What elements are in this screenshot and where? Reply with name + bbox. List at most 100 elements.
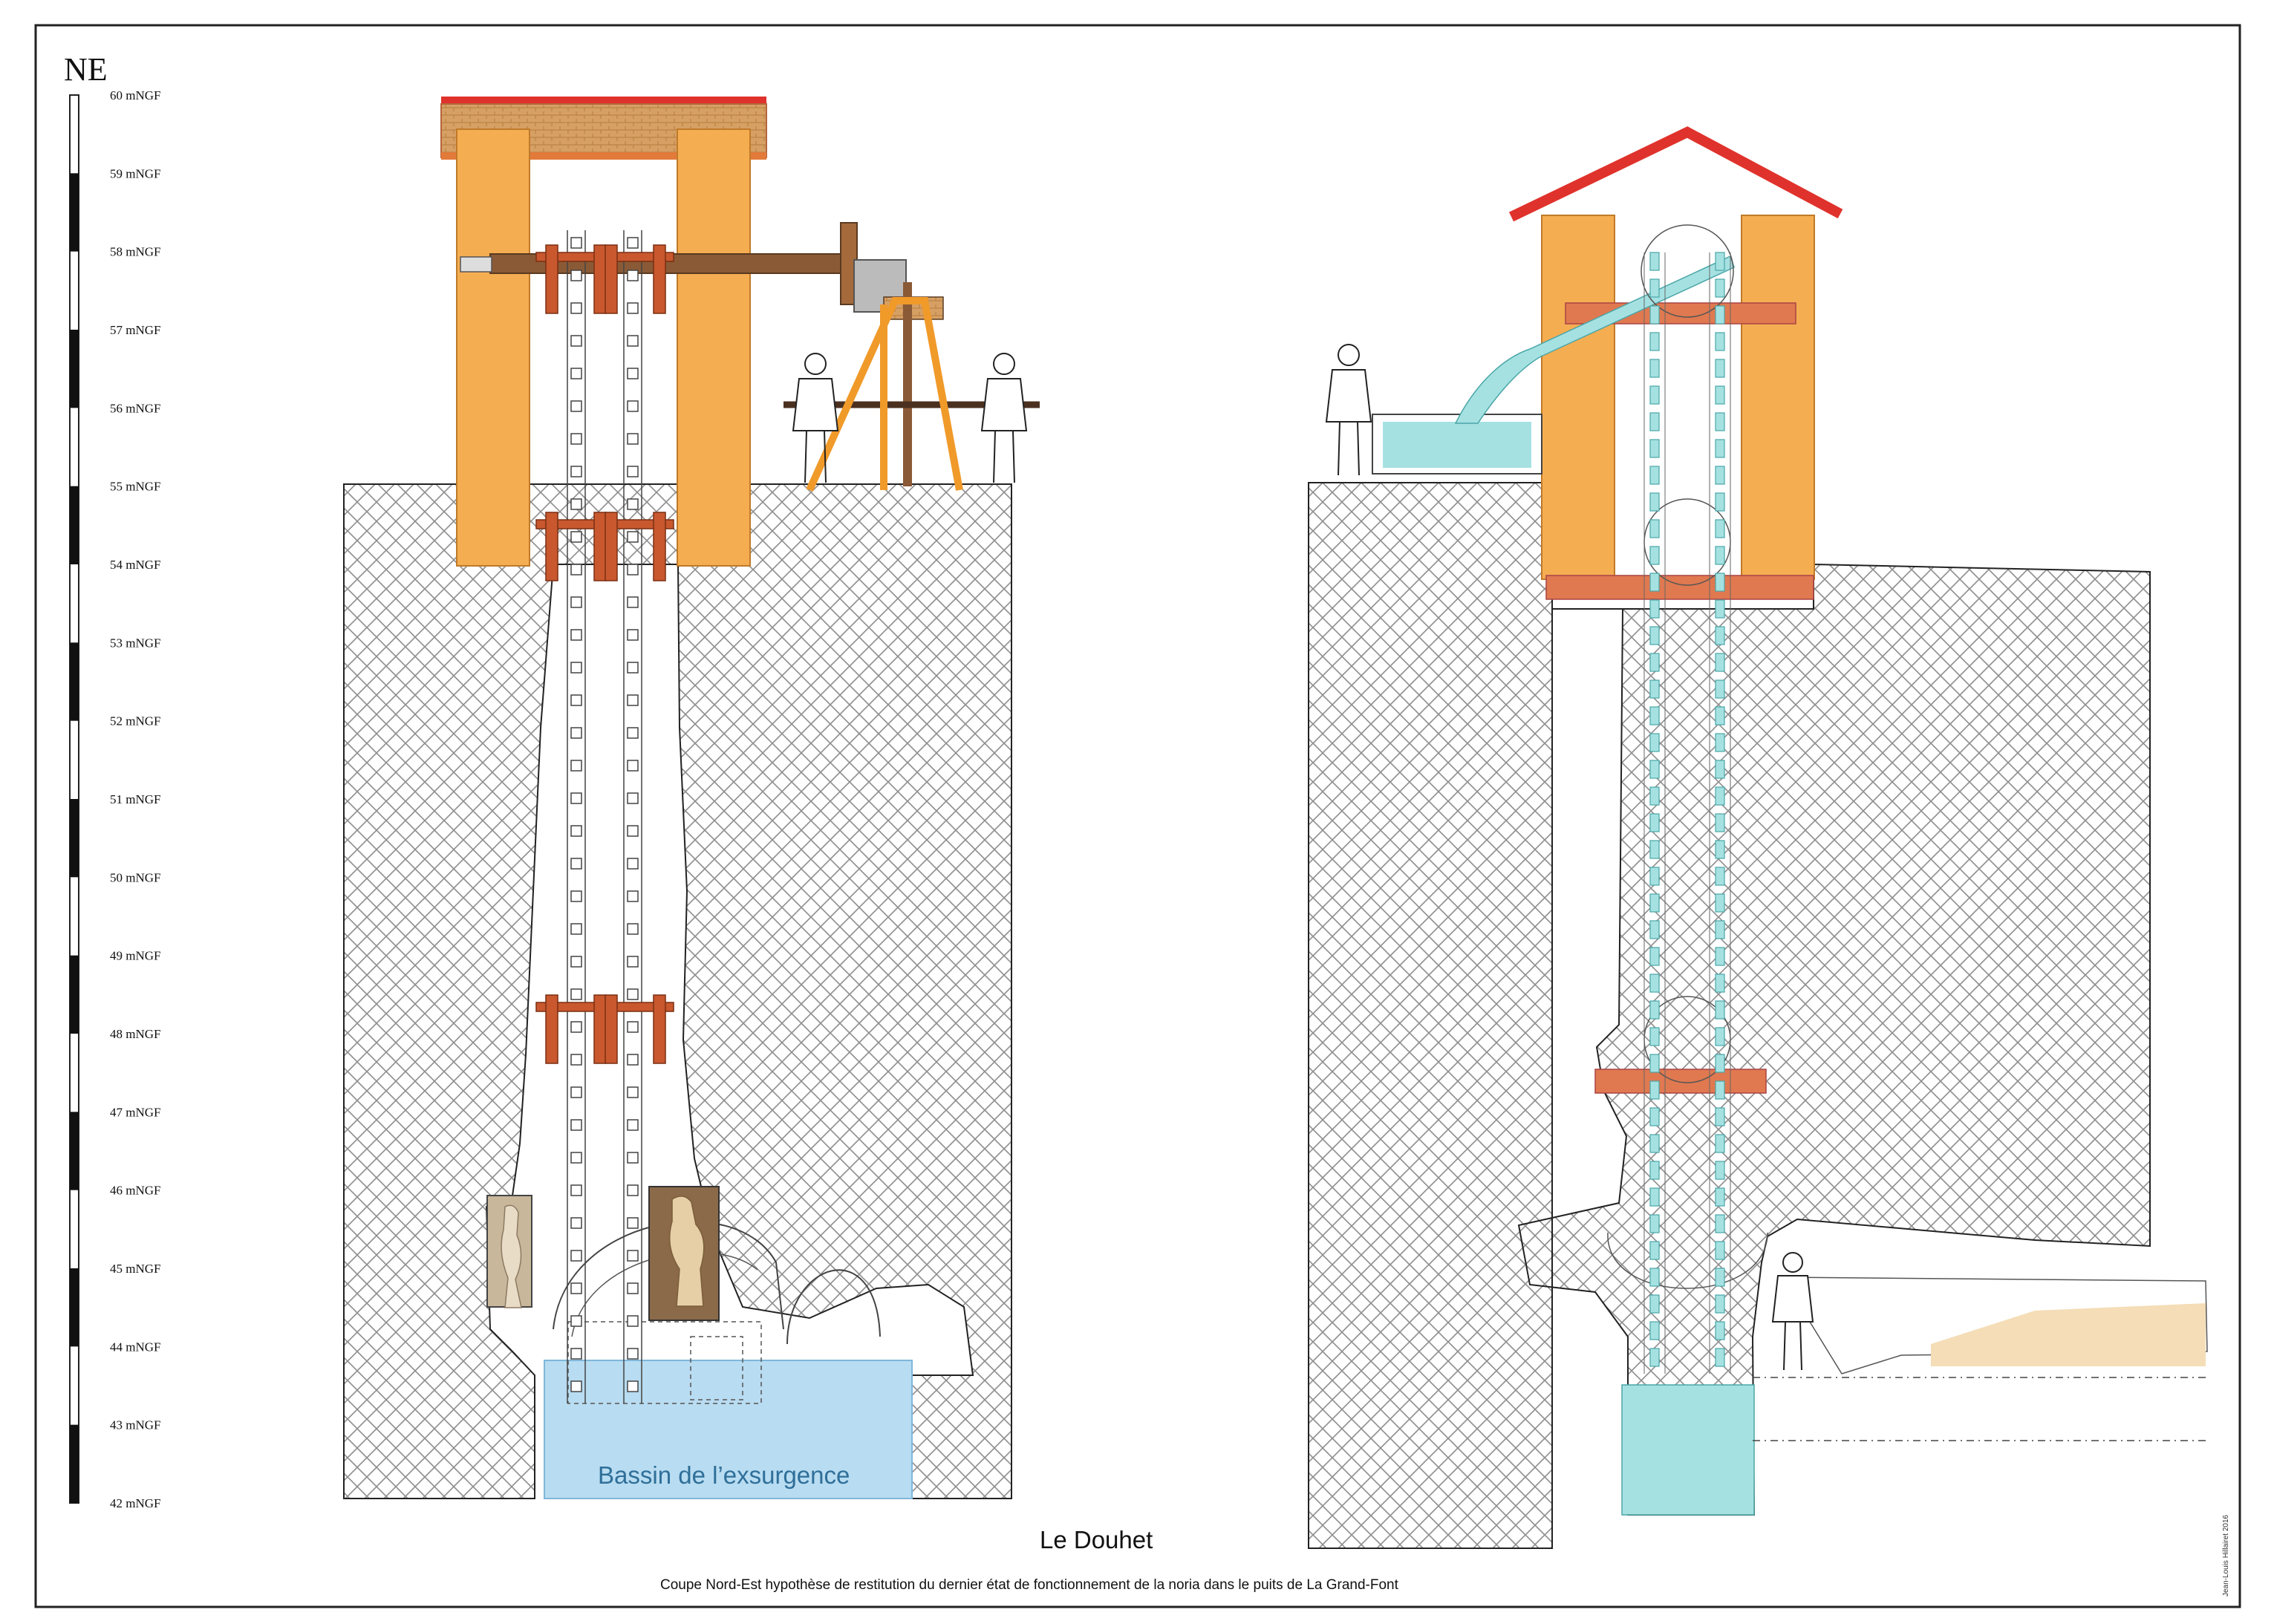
chain-bucket	[1715, 813, 1725, 832]
chain-bucket	[1715, 760, 1725, 779]
chain-bucket	[1649, 278, 1660, 298]
noria-beams	[535, 244, 674, 1064]
chain-bucket	[627, 1348, 639, 1360]
right-post-east	[1741, 215, 1815, 580]
chain-bucket	[627, 825, 639, 837]
chain-bucket	[1649, 1241, 1660, 1260]
chain-bucket	[1649, 1107, 1660, 1126]
chain-bucket	[1649, 1134, 1660, 1153]
chain-bucket	[1649, 760, 1660, 779]
chain-bucket	[570, 1315, 582, 1327]
scale-segment	[70, 1268, 79, 1347]
chain-bucket	[627, 1250, 639, 1262]
chain-bucket	[627, 858, 639, 870]
scale-label: 56 mNGF	[110, 401, 160, 415]
chain-bucket	[627, 1119, 639, 1131]
scale-label: 43 mNGF	[110, 1418, 160, 1432]
noria-upright	[593, 994, 607, 1064]
scale-label: 59 mNGF	[110, 166, 160, 180]
scale-labels: 60 mNGF 59 mNGF 58 mNGF 57 mNGF 56 mNGF 55 mN…	[110, 88, 160, 1510]
chain-bucket	[627, 335, 639, 347]
chain-bucket	[627, 1184, 639, 1196]
scale-label: 47 mNGF	[110, 1105, 160, 1119]
noria-upright	[653, 512, 666, 581]
noria-upright	[545, 512, 558, 581]
chain-bucket	[627, 433, 639, 445]
top-wheel	[1641, 224, 1734, 318]
chain-bucket	[627, 923, 639, 935]
right-lower-beam	[1545, 575, 1814, 600]
chain-bucket	[1649, 385, 1660, 405]
chain-bucket	[1649, 599, 1660, 619]
noria-upright	[605, 244, 618, 314]
gallery-floor	[1931, 1303, 2206, 1366]
chain-bucket	[627, 792, 639, 804]
chain-bucket	[627, 302, 639, 314]
chain-bucket	[1649, 1214, 1660, 1233]
chain-bucket	[1649, 1187, 1660, 1207]
chain-bucket	[570, 498, 582, 510]
chain-bucket	[1649, 920, 1660, 939]
chain-bucket	[627, 270, 639, 281]
chain-bucket	[1715, 305, 1725, 325]
chain-bucket	[1649, 1161, 1660, 1180]
scale-segment	[70, 330, 79, 408]
bucket-chains-right	[1643, 252, 1731, 1374]
chain-bucket	[627, 368, 639, 379]
chain-bucket	[570, 302, 582, 314]
basin-label: Bassin de l’exsurgence	[598, 1461, 850, 1489]
chain-bucket	[627, 694, 639, 706]
chain-bucket	[627, 629, 639, 641]
chain-bucket	[1715, 1027, 1725, 1046]
chain-bucket	[1715, 1294, 1725, 1314]
bottom-wheel-arc	[1607, 1232, 1768, 1289]
chain-bucket	[627, 400, 639, 412]
chain-bucket	[570, 368, 582, 379]
scale-segment	[70, 173, 79, 252]
chain-bucket	[570, 956, 582, 968]
chain-bucket	[1715, 1107, 1725, 1126]
scale-label: 58 mNGF	[110, 245, 160, 259]
chain-bucket	[1649, 305, 1660, 325]
chain-bucket	[627, 1086, 639, 1098]
chain-bucket	[627, 531, 639, 543]
chain-bucket	[570, 433, 582, 445]
dashed-outline-small	[690, 1336, 743, 1400]
orientation-label: NE	[64, 51, 108, 88]
chain-bucket	[1715, 546, 1725, 565]
elevation-scale: NE 60 mNGF 59 mNGF 58 mNGF 57 mNGF 56 mNGF 55…	[64, 51, 160, 1510]
noria-upright	[605, 994, 618, 1064]
chain-bucket	[1649, 573, 1660, 592]
scale-label: 57 mNGF	[110, 323, 160, 337]
chain-bucket	[1715, 1054, 1725, 1073]
chain-bucket	[570, 629, 582, 641]
noria-upright	[545, 994, 558, 1064]
chain-bucket	[570, 237, 582, 249]
scale-label: 48 mNGF	[110, 1027, 160, 1041]
scale-segment	[70, 955, 79, 1034]
scale-label: 51 mNGF	[110, 792, 160, 806]
tripod-support	[806, 297, 963, 492]
chain-bucket	[627, 237, 639, 249]
cistern-water	[1383, 422, 1531, 468]
chain-bucket	[1649, 1027, 1660, 1046]
chain-bucket	[1649, 332, 1660, 351]
scale-label: 60 mNGF	[110, 88, 160, 102]
chain-bucket	[627, 956, 639, 968]
worker-figure-left	[792, 353, 839, 483]
left-rock-mass	[343, 483, 1012, 1499]
scale-label: 54 mNGF	[110, 558, 160, 572]
chain-bucket	[1649, 439, 1660, 458]
scale-label: 53 mNGF	[110, 636, 160, 650]
chain-bucket	[570, 1250, 582, 1262]
chain-bucket	[1649, 1321, 1660, 1340]
drawing-subtitle: Coupe Nord-Est hypothèse de restitution …	[660, 1577, 1399, 1593]
scale-label: 55 mNGF	[110, 480, 160, 494]
chain-bucket	[1649, 867, 1660, 886]
chain-bucket	[627, 1315, 639, 1327]
scale-segments	[70, 173, 79, 1503]
chain-bucket	[570, 1054, 582, 1066]
noria-upright	[605, 512, 618, 581]
chain-bucket	[570, 466, 582, 477]
chain-bucket	[1715, 1161, 1725, 1180]
